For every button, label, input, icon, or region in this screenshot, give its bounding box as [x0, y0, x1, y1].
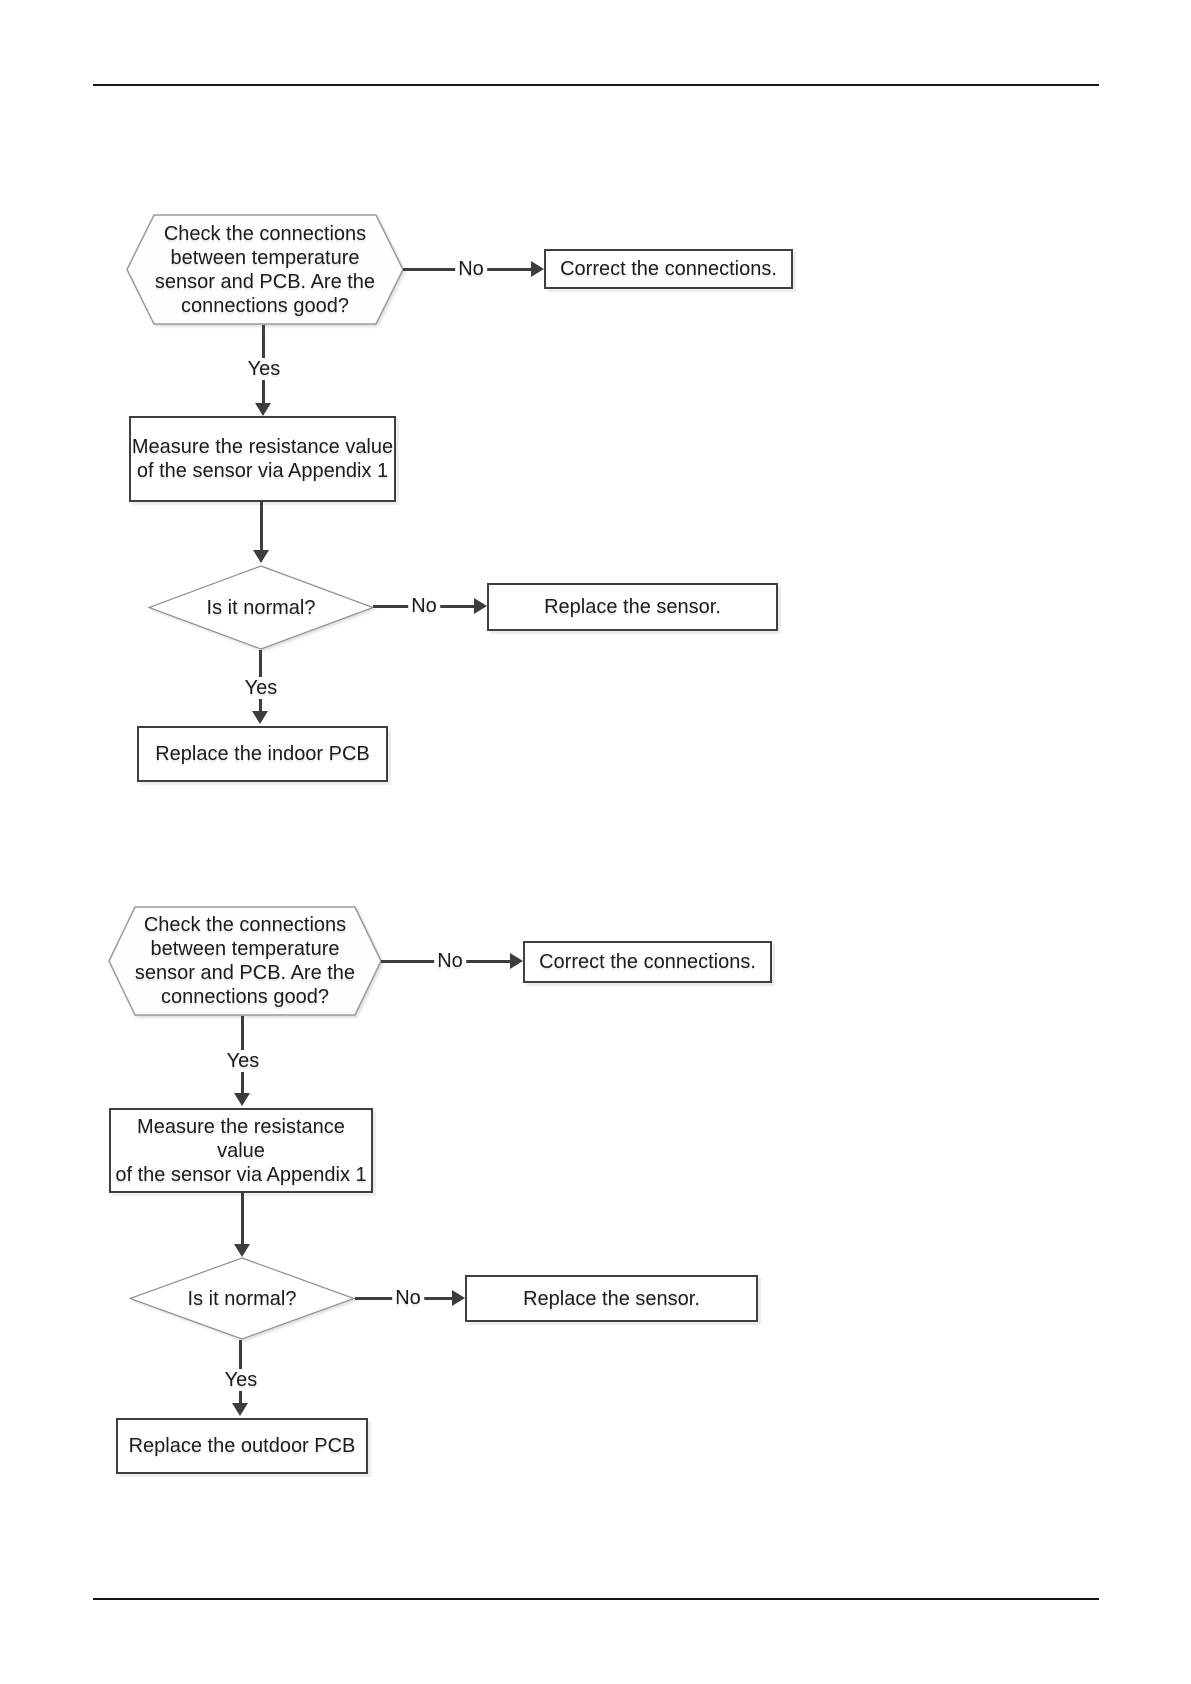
page-top-rule: [93, 84, 1099, 86]
edge-label-no: No: [434, 950, 466, 972]
connector-line: [260, 502, 263, 552]
box-measure-resistance: Measure the resistance value of the sens…: [109, 1108, 373, 1193]
box-text: Correct the connections.: [539, 951, 756, 973]
box-text: Replace the sensor.: [544, 596, 721, 618]
arrowhead-down-icon: [234, 1093, 250, 1106]
box-correct-connections: Correct the connections.: [544, 249, 793, 289]
box-replace-outdoor-pcb: Replace the outdoor PCB: [116, 1418, 368, 1474]
edge-label-yes: Yes: [221, 1369, 261, 1391]
hexagon-shape: [126, 214, 404, 325]
arrowhead-right-icon: [474, 598, 487, 614]
box-text: Replace the outdoor PCB: [128, 1435, 356, 1457]
box-replace-indoor-pcb: Replace the indoor PCB: [137, 726, 388, 782]
diamond-is-it-normal: Is it normal?: [129, 1257, 355, 1340]
arrowhead-right-icon: [510, 953, 523, 969]
box-correct-connections: Correct the connections.: [523, 941, 772, 983]
edge-label-yes: Yes: [244, 358, 284, 380]
diamond-shape: [148, 565, 374, 650]
diamond-text: Is it normal?: [206, 596, 316, 619]
arrowhead-down-icon: [232, 1403, 248, 1416]
arrowhead-down-icon: [255, 403, 271, 416]
hexagon-shape: [108, 906, 382, 1016]
diamond-is-it-normal: Is it normal?: [148, 565, 374, 650]
edge-label-no: No: [455, 258, 487, 280]
edge-label-yes: Yes: [223, 1050, 263, 1072]
box-text: Measure the resistance value of the sens…: [115, 1115, 367, 1186]
arrowhead-down-icon: [252, 711, 268, 724]
box-text: Replace the indoor PCB: [155, 743, 370, 765]
connector-line: [241, 1193, 244, 1246]
arrowhead-down-icon: [253, 550, 269, 563]
box-text: Measure the resistance value of the sens…: [131, 436, 394, 482]
hexagon-check-connections: Check the connections between temperatur…: [108, 906, 382, 1016]
box-replace-sensor: Replace the sensor.: [465, 1275, 758, 1322]
edge-label-yes: Yes: [241, 677, 281, 699]
page-bottom-rule: [93, 1598, 1099, 1600]
arrowhead-right-icon: [531, 261, 544, 277]
edge-label-no: No: [392, 1287, 424, 1309]
arrowhead-right-icon: [452, 1290, 465, 1306]
box-measure-resistance: Measure the resistance value of the sens…: [129, 416, 396, 502]
hexagon-text: Check the connections between temperatur…: [134, 914, 356, 1008]
edge-label-no: No: [408, 595, 440, 617]
box-text: Correct the connections.: [560, 258, 777, 280]
hexagon-text: Check the connections between temperatur…: [154, 222, 376, 317]
arrowhead-down-icon: [234, 1244, 250, 1257]
box-text: Replace the sensor.: [523, 1287, 700, 1310]
diamond-text: Is it normal?: [187, 1287, 297, 1310]
diamond-shape: [129, 1257, 355, 1340]
box-replace-sensor: Replace the sensor.: [487, 583, 778, 631]
hexagon-check-connections: Check the connections between temperatur…: [126, 214, 404, 325]
